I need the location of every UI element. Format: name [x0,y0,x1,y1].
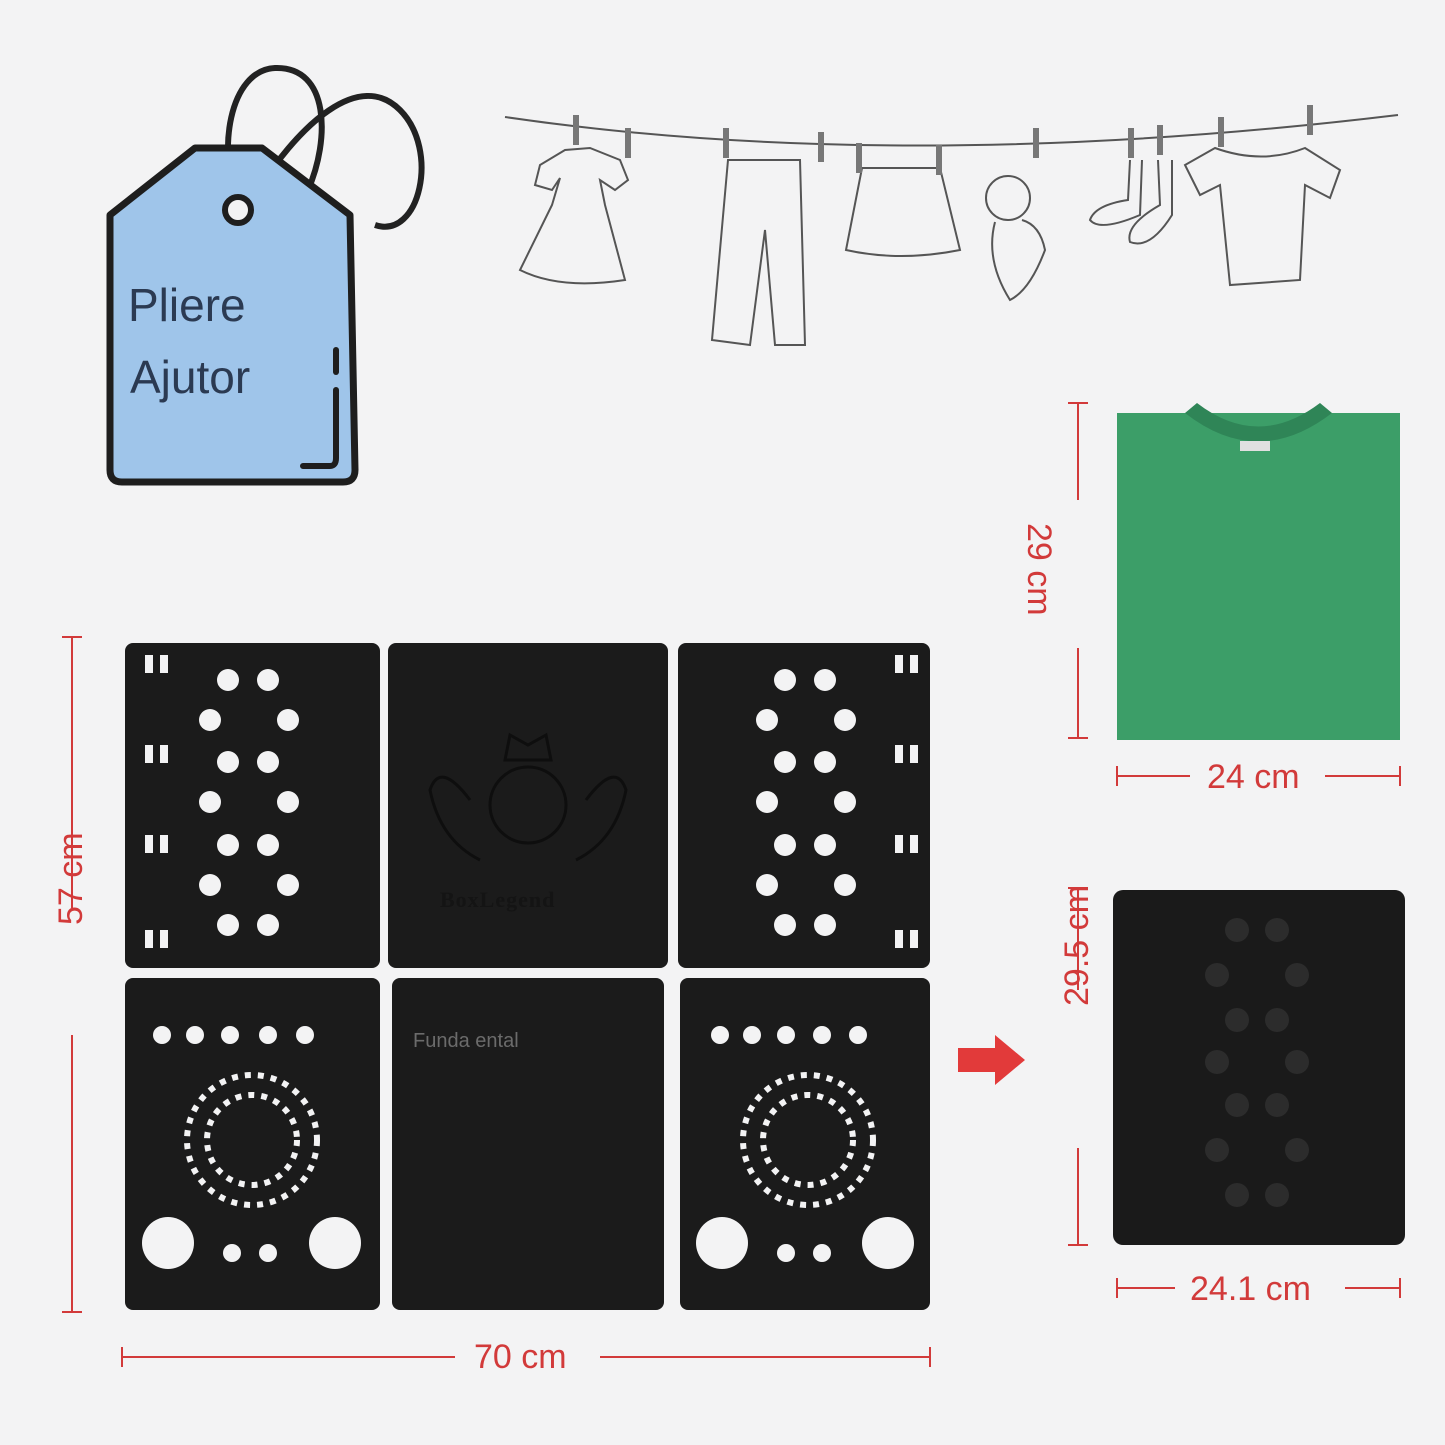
clothespin-icons [573,105,1313,175]
tag-label-line2: Ajutor [130,351,251,403]
clothesline-illustration [504,114,1399,347]
arrow-right-icon [958,1035,1025,1085]
clothing-tag-icon [106,64,425,486]
dimension-shirt-width: 24 cm [1207,758,1300,796]
board-brand-label: BoxLegend [440,887,556,912]
folding-board-folded [1113,890,1405,1245]
dimension-folded-width: 24.1 cm [1190,1270,1311,1308]
dimension-width-open: 70 cm [474,1338,567,1376]
tag-label-line1: Pliere [128,279,246,331]
folded-shirt-image [1117,403,1400,740]
dimension-shirt-height: 29 cm [1020,523,1058,616]
dimension-lines [62,402,1401,1367]
dimension-height-open: 57 cm [52,832,90,925]
board-print-label: Funda ental [413,1030,519,1052]
dimension-folded-height: 29.5 cm [1058,885,1096,1006]
folding-board-open [125,643,930,1310]
